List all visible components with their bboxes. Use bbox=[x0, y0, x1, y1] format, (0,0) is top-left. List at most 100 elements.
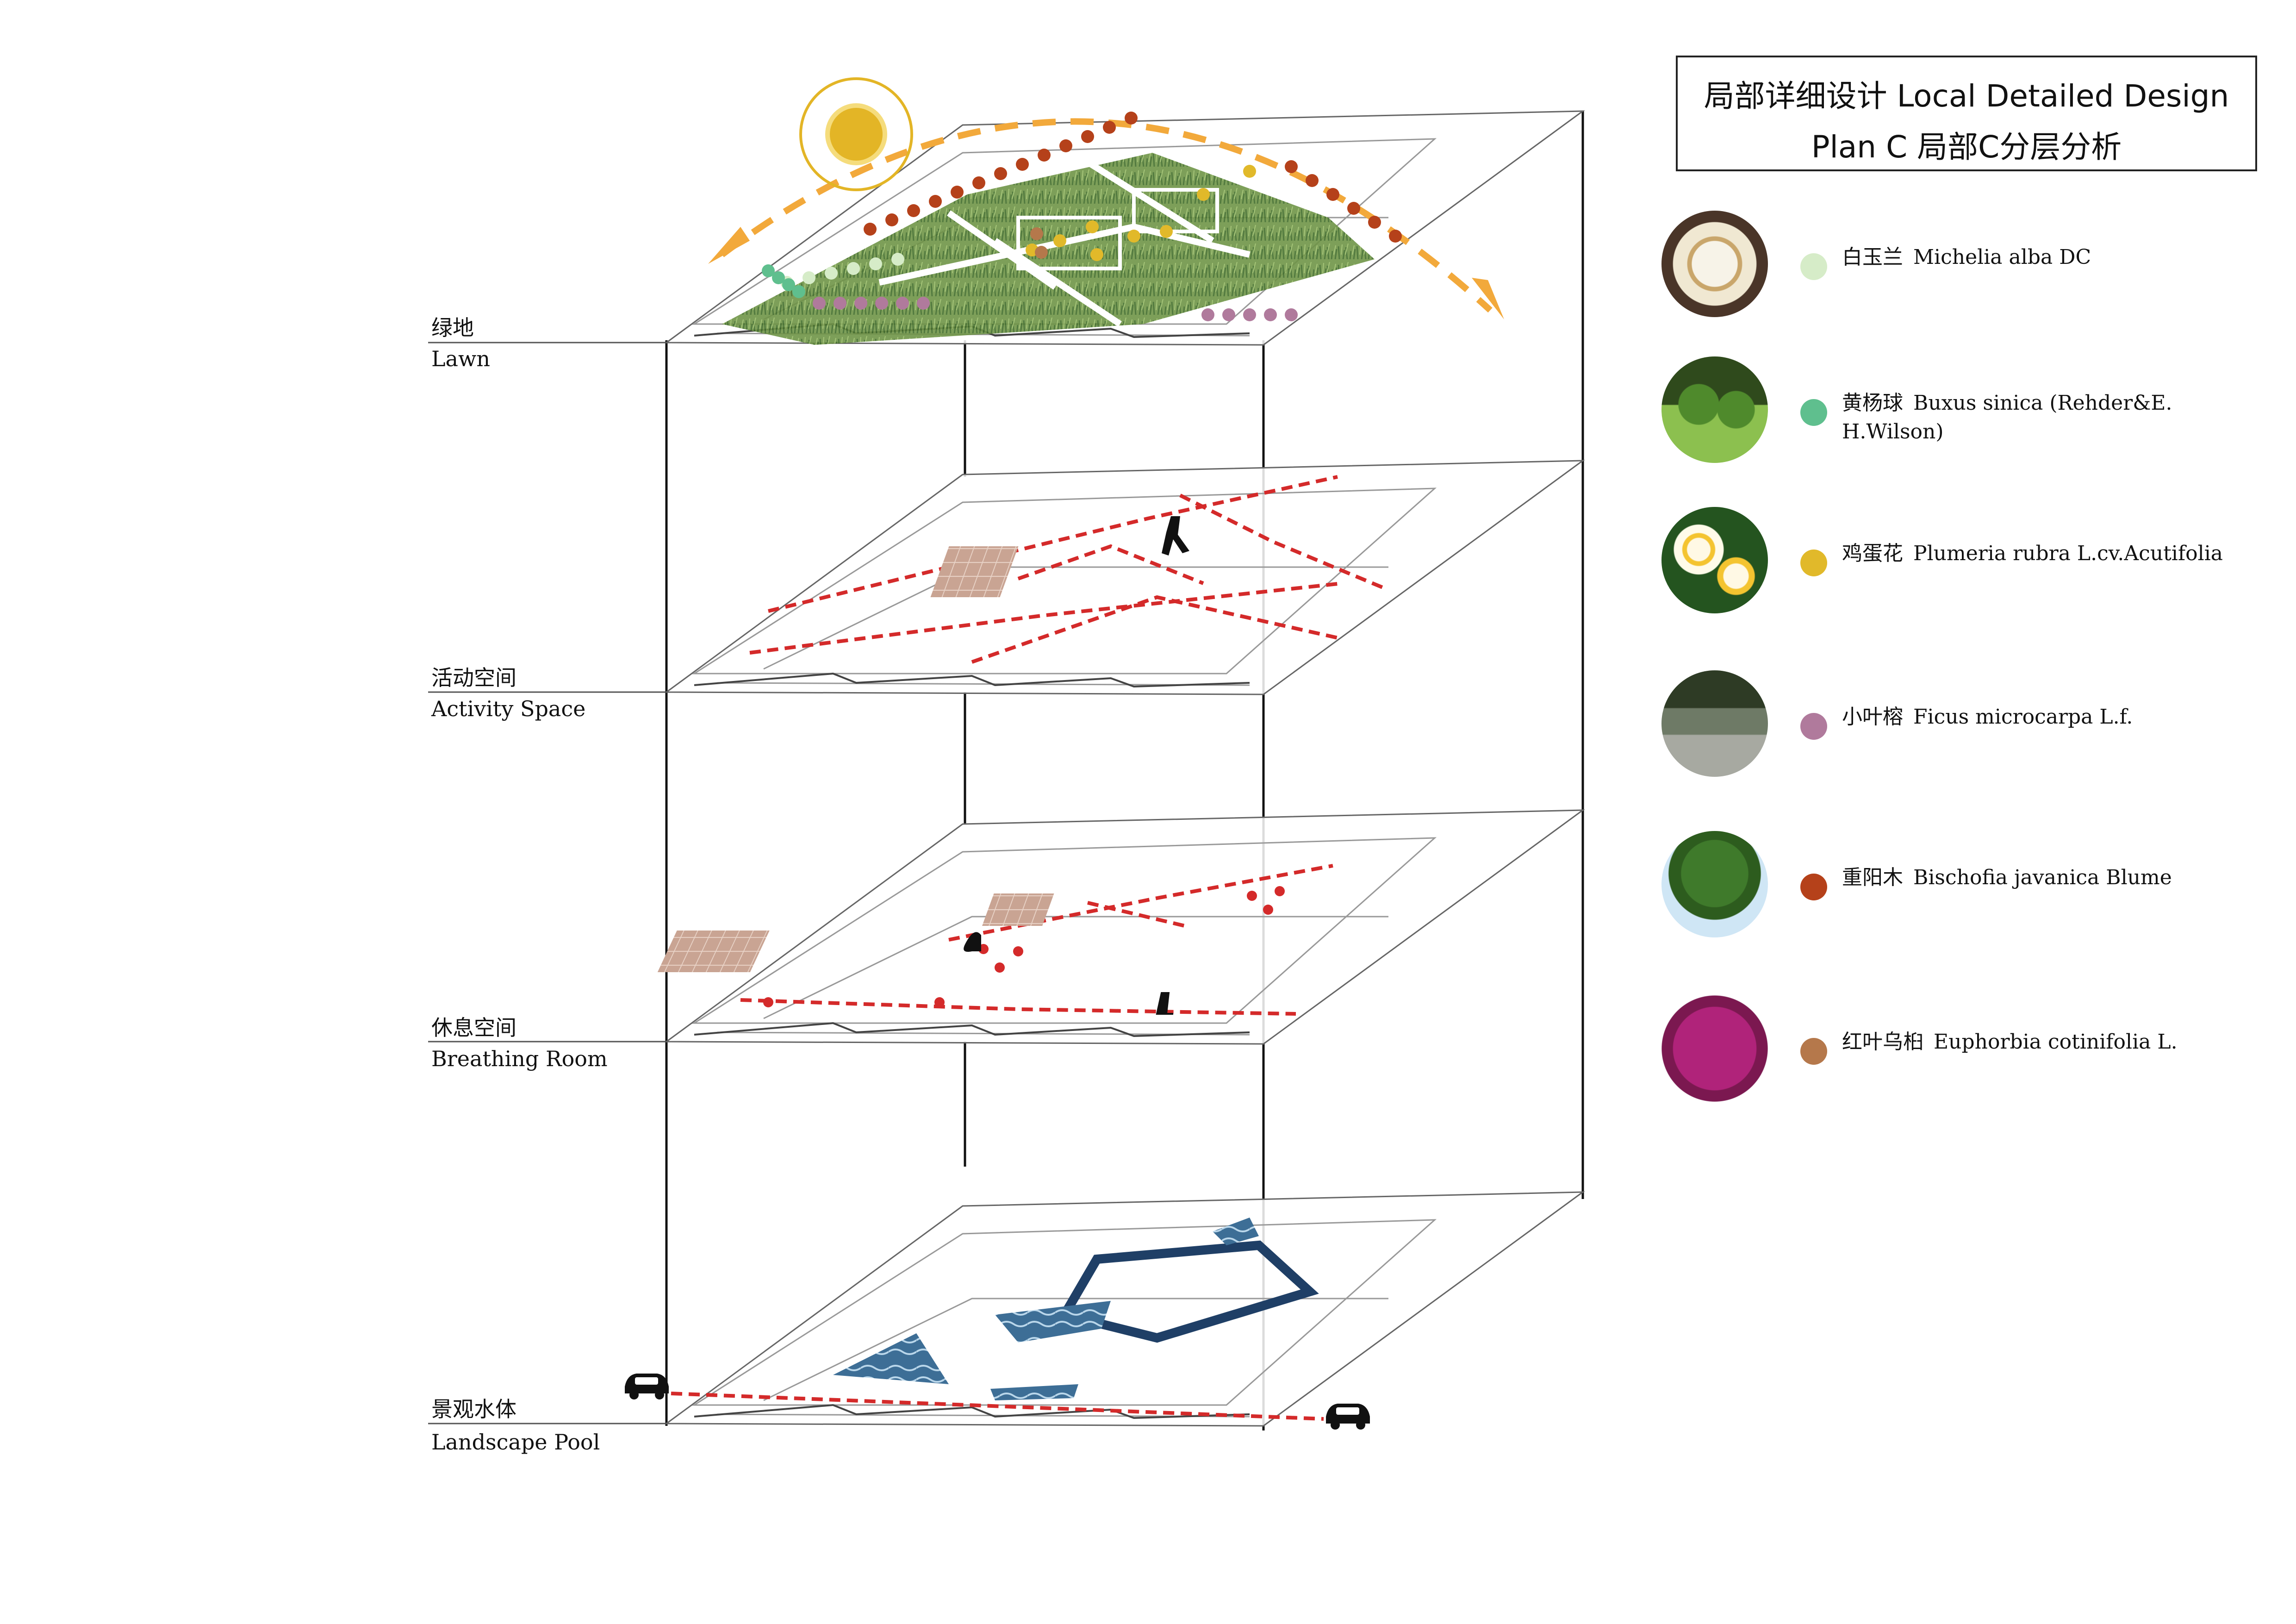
lawn-layer bbox=[722, 153, 1375, 345]
plumeria-tree-dot bbox=[1127, 230, 1140, 243]
bischofia-tree-photo bbox=[1661, 831, 1768, 937]
buxus-shrub-dot bbox=[762, 264, 775, 277]
bischofia-tree-dot bbox=[1125, 112, 1138, 125]
bischofia-tree-dot bbox=[929, 195, 942, 208]
euphorbia-shrub-photo bbox=[1661, 995, 1768, 1102]
legend-label-cn: 红叶乌桕 bbox=[1842, 1030, 1923, 1054]
plumeria-tree-dot bbox=[1090, 248, 1103, 261]
legend-label-cn: 鸡蛋花 bbox=[1842, 542, 1903, 565]
sun-arc-arrow-right bbox=[1472, 278, 1504, 319]
ficus-tree-dot bbox=[1222, 308, 1235, 321]
legend-label-cn: 重阳木 bbox=[1842, 866, 1903, 889]
magnolia-flower-photo bbox=[1661, 211, 1768, 317]
person-figure-icon bbox=[1162, 516, 1189, 556]
bischofia-tree-dot bbox=[1368, 216, 1381, 229]
plumeria-tree-dot bbox=[1053, 234, 1066, 247]
buxus-shrub-dot bbox=[792, 285, 805, 298]
legend-label: 红叶乌桕 Euphorbia cotinifolia L. bbox=[1842, 1028, 2249, 1056]
boxwood-shrub-photo bbox=[1661, 356, 1768, 463]
ficus-tree-dot bbox=[1264, 308, 1277, 321]
bischofia-tree-dot bbox=[951, 186, 964, 199]
bischofia-tree-dot bbox=[907, 204, 920, 217]
michelia-tree-dot bbox=[803, 271, 815, 284]
legend-label-cn: 白玉兰 bbox=[1842, 245, 1903, 269]
legend-label-latin: Ficus microcarpa L.f. bbox=[1913, 705, 2133, 729]
sun-icon bbox=[799, 77, 913, 191]
ficus-tree-dot bbox=[1285, 308, 1298, 321]
car-icon bbox=[1326, 1404, 1370, 1430]
layer-label-activity-cn: 活动空间 bbox=[431, 665, 516, 690]
legend-label-latin: Buxus sinica (Rehder&E. H.Wilson) bbox=[1842, 391, 2172, 443]
layer-label-breathing-en: Breathing Room bbox=[431, 1046, 608, 1071]
bischofia-tree-dot bbox=[1081, 130, 1094, 143]
bischofia-tree-dot bbox=[1306, 174, 1319, 187]
layer-label-lawn-en: Lawn bbox=[431, 346, 490, 371]
euphorbia-shrub-dot bbox=[1030, 227, 1043, 240]
bischofia-tree-dot bbox=[885, 213, 898, 226]
layer-plate-pool bbox=[664, 1191, 1585, 1427]
title-box: 局部详细设计 Local Detailed Design Plan C 局部C分… bbox=[1676, 56, 2257, 171]
bischofia-tree-dot bbox=[1059, 139, 1072, 152]
legend-color-dot bbox=[1800, 253, 1827, 280]
plumeria-flower-photo bbox=[1661, 507, 1768, 613]
michelia-tree-dot bbox=[825, 267, 838, 280]
plumeria-tree-dot bbox=[1160, 225, 1173, 238]
layer-plate-activity bbox=[664, 460, 1585, 695]
bischofia-tree-dot bbox=[1016, 158, 1029, 171]
sun-arc-arrow-left bbox=[708, 227, 750, 264]
ficus-tree-dot bbox=[834, 297, 846, 310]
legend-item: 红叶乌桕 Euphorbia cotinifolia L. bbox=[1661, 995, 2263, 1116]
bischofia-tree-dot bbox=[1103, 121, 1116, 134]
bischofia-tree-dot bbox=[1038, 149, 1051, 162]
ficus-tree-dot bbox=[875, 297, 888, 310]
ficus-tree-dot bbox=[1243, 308, 1256, 321]
legend-label-cn: 黄杨球 bbox=[1842, 391, 1903, 415]
title-line-1: 局部详细设计 Local Detailed Design bbox=[1704, 78, 2229, 114]
legend-color-dot bbox=[1800, 1038, 1827, 1065]
plumeria-tree-dot bbox=[1243, 165, 1256, 178]
legend-label-latin: Bischofia javanica Blume bbox=[1913, 866, 2172, 889]
michelia-tree-dot bbox=[847, 262, 860, 275]
breathing-layer bbox=[657, 864, 1333, 1016]
euphorbia-shrub-dot bbox=[1035, 246, 1048, 259]
bischofia-tree-dot bbox=[994, 167, 1007, 180]
legend-label-cn: 小叶榕 bbox=[1842, 705, 1903, 729]
ficus-tree-dot bbox=[854, 297, 867, 310]
ficus-tree-dot bbox=[1201, 308, 1214, 321]
ficus-tree-dot bbox=[813, 297, 826, 310]
legend-label: 重阳木 Bischofia javanica Blume bbox=[1842, 863, 2249, 892]
plumeria-tree-dot bbox=[1086, 220, 1099, 233]
legend-color-dot bbox=[1800, 713, 1827, 740]
layer-label-lawn-cn: 绿地 bbox=[431, 315, 474, 340]
bischofia-tree-dot bbox=[1347, 202, 1360, 215]
activity-layer bbox=[749, 475, 1385, 664]
title-line-2: Plan C 局部C分层分析 bbox=[1811, 129, 2122, 165]
buxus-shrub-dot bbox=[782, 278, 795, 291]
person-figure-icon bbox=[1156, 992, 1173, 1015]
layer-label-pool-en: Landscape Pool bbox=[431, 1430, 600, 1455]
dog-figure-icon bbox=[964, 932, 981, 952]
legend-color-dot bbox=[1800, 399, 1827, 426]
legend-item: 小叶榕 Ficus microcarpa L.f. bbox=[1661, 670, 2263, 791]
michelia-tree-dot bbox=[891, 253, 904, 266]
legend-item: 重阳木 Bischofia javanica Blume bbox=[1661, 831, 2263, 951]
bischofia-tree-dot bbox=[1326, 188, 1339, 201]
bischofia-tree-dot bbox=[1285, 160, 1298, 173]
ficus-avenue-photo bbox=[1661, 670, 1768, 777]
michelia-tree-dot bbox=[869, 257, 882, 270]
plumeria-tree-dot bbox=[1197, 188, 1210, 201]
layer-label-breathing-cn: 休息空间 bbox=[431, 1015, 516, 1040]
legend-color-dot bbox=[1800, 874, 1827, 900]
layer-plate-breathing bbox=[664, 809, 1585, 1045]
legend-color-dot bbox=[1800, 550, 1827, 576]
bischofia-tree-dot bbox=[864, 223, 877, 236]
car-icon bbox=[625, 1374, 669, 1399]
legend-label-latin: Euphorbia cotinifolia L. bbox=[1934, 1030, 2178, 1054]
